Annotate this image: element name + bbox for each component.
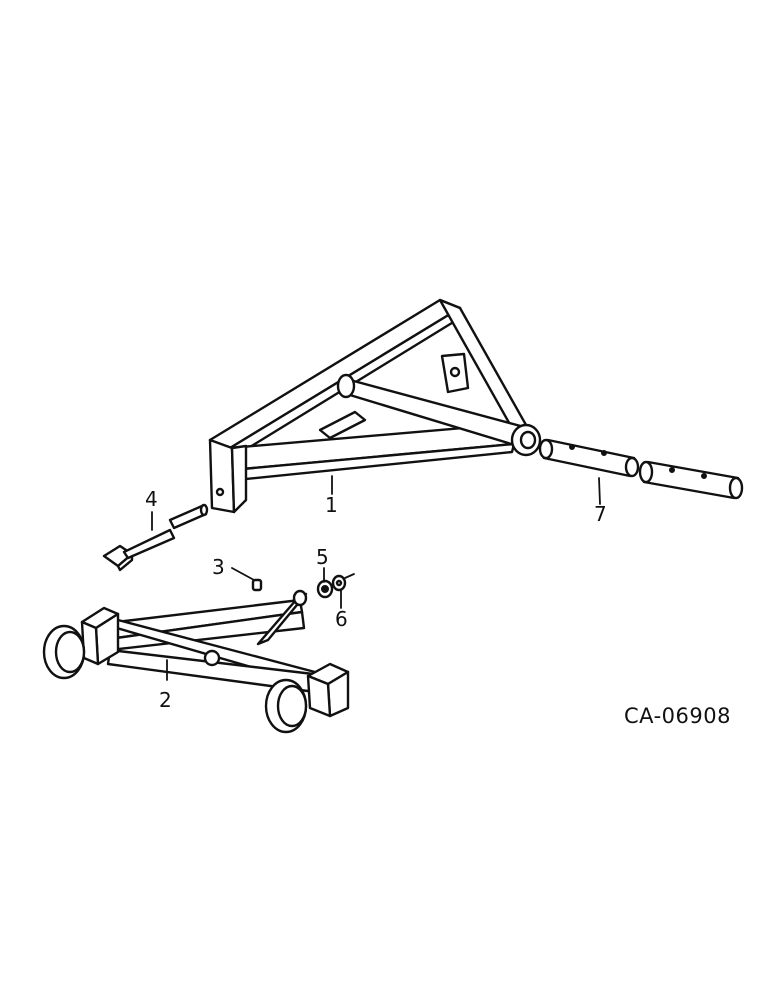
part-7-tubes: [538, 438, 744, 500]
callout-4: 4: [145, 487, 158, 511]
part-4-pin: [102, 503, 209, 572]
part-2-wheel-frame: [42, 589, 350, 734]
part-3-bolt: [251, 578, 263, 592]
callout-6: 6: [335, 607, 348, 631]
callout-5: 5: [316, 545, 329, 569]
part-1-a-frame: [208, 298, 542, 514]
callout-3: 3: [212, 555, 225, 579]
callout-leaders: [151, 475, 601, 681]
part-5-nut: [316, 579, 334, 599]
callout-2: 2: [159, 688, 172, 712]
callout-1: 1: [325, 493, 338, 517]
callout-7: 7: [594, 502, 607, 526]
reference-code: CA-06908: [624, 704, 731, 728]
part-6-washer: [331, 574, 347, 592]
